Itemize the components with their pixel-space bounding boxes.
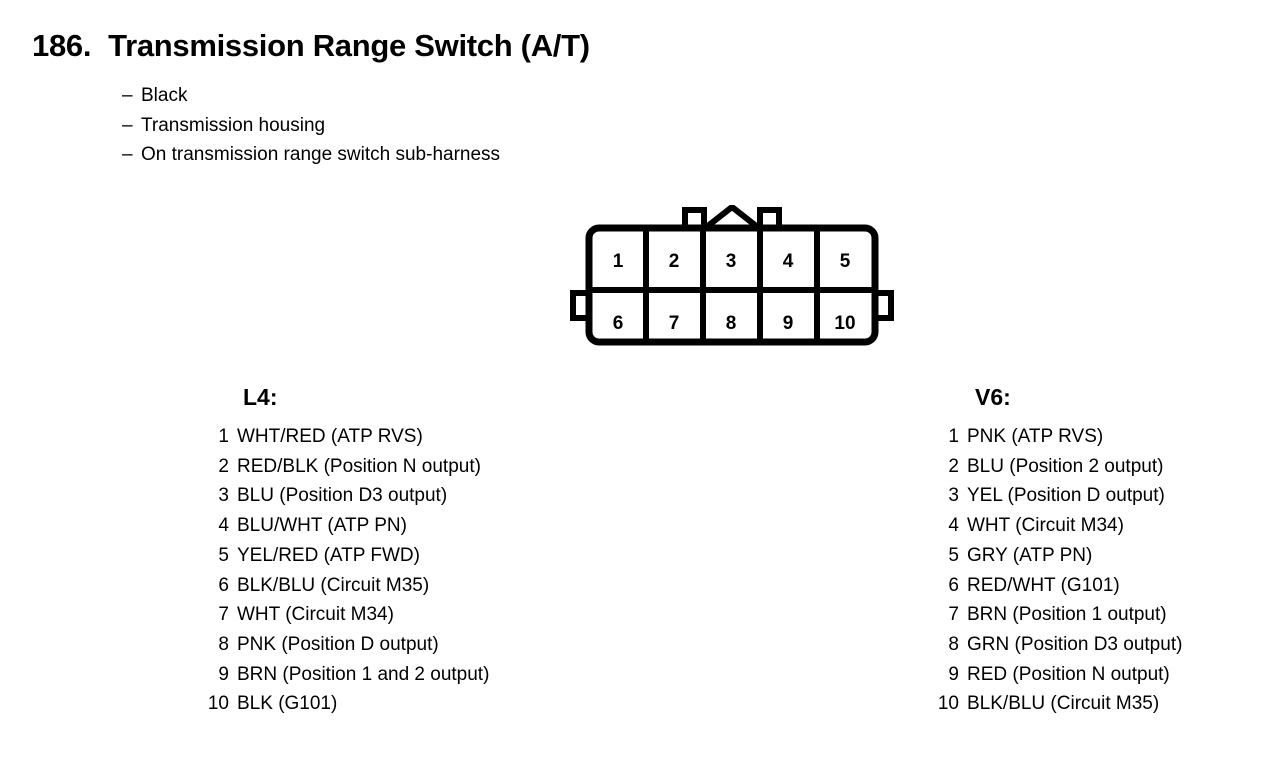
- pin-list-item: 2 RED/BLK (Position N output): [150, 452, 570, 482]
- pin-label: PNK (ATP RVS): [967, 426, 1104, 447]
- connector-pin-5: 5: [840, 251, 851, 272]
- pin-index: 7: [948, 604, 959, 626]
- pin-index: 2: [948, 455, 959, 477]
- note-line: – Black: [122, 81, 500, 111]
- pin-index: 6: [218, 574, 229, 596]
- pin-index: 10: [937, 693, 959, 715]
- pin-label: RED (Position N output): [967, 663, 1170, 685]
- note-text: Transmission housing: [141, 114, 326, 136]
- pin-list-item: 7 BRN (Position 1 output): [880, 600, 1280, 630]
- pin-index: 7: [218, 604, 229, 626]
- pin-label: YEL (Position D output): [967, 485, 1165, 507]
- pin-index: 5: [948, 544, 959, 566]
- pin-label: RED/BLK (Position N output): [237, 455, 481, 477]
- pin-label: BLK/BLU (Circuit M35): [967, 693, 1160, 715]
- pin-list-item: 3 YEL (Position D output): [880, 481, 1280, 511]
- connector-pin-2: 2: [669, 251, 680, 272]
- pin-index: 5: [218, 544, 229, 566]
- connector-pin-7: 7: [669, 313, 680, 334]
- pin-list-item: 4 WHT (Circuit M34): [880, 511, 1280, 541]
- connector-body: [585, 224, 879, 346]
- pin-label: BLU (Position D3 output): [237, 485, 448, 507]
- pin-label: BLK/BLU (Circuit M35): [237, 574, 430, 596]
- connector-diagram: 1 2 3 4 5 6 7 8 9 10: [567, 205, 897, 350]
- pin-index: 8: [218, 633, 229, 655]
- dash-icon: –: [122, 144, 133, 165]
- pin-label: PNK (Position D output): [237, 633, 439, 655]
- pin-label: WHT (Circuit M34): [237, 604, 394, 626]
- pin-list-item: 6 BLK/BLU (Circuit M35): [150, 571, 570, 601]
- pin-index: 4: [218, 515, 229, 537]
- pin-label: GRN (Position D3 output): [967, 633, 1183, 655]
- pin-index: 1: [218, 426, 229, 447]
- pin-list-item: 4 BLU/WHT (ATP PN): [150, 511, 570, 541]
- pin-label: BLU (Position 2 output): [967, 455, 1164, 477]
- connector-pin-8: 8: [726, 313, 737, 334]
- pin-list-item: 3 BLU (Position D3 output): [150, 481, 570, 511]
- title-text: Transmission Range Switch (A/T): [108, 28, 590, 63]
- pin-list-l4: L4: 1 WHT/RED (ATP RVS) 2 RED/BLK (Posit…: [150, 384, 570, 719]
- pin-list-item: 9 RED (Position N output): [880, 660, 1280, 690]
- dash-icon: –: [122, 85, 133, 106]
- pin-list-item: 10 BLK (G101): [150, 689, 570, 719]
- pin-label: BLU/WHT (ATP PN): [237, 515, 407, 537]
- dash-icon: –: [122, 114, 133, 136]
- latch-peak-icon: [702, 205, 762, 232]
- pin-index: 9: [218, 663, 229, 685]
- pin-index: 6: [948, 574, 959, 596]
- pin-label: WHT (Circuit M34): [967, 515, 1124, 537]
- pin-index: 3: [948, 485, 959, 507]
- connector-pin-4: 4: [783, 251, 794, 272]
- pin-list-item: 6 RED/WHT (G101): [880, 571, 1280, 601]
- pin-list-item: 5 GRY (ATP PN): [880, 541, 1280, 571]
- pin-label: WHT/RED (ATP RVS): [237, 426, 423, 447]
- pin-label: GRY (ATP PN): [967, 544, 1093, 566]
- connector-pin-10: 10: [834, 313, 855, 334]
- pin-list-item: 8 GRN (Position D3 output): [880, 630, 1280, 660]
- pin-label: RED/WHT (G101): [967, 574, 1120, 596]
- connector-pin-3: 3: [726, 251, 737, 272]
- pin-list-item: 10 BLK/BLU (Circuit M35): [880, 689, 1280, 719]
- pin-index: 1: [948, 426, 959, 447]
- pin-list-item: 1 PNK (ATP RVS): [880, 422, 1280, 452]
- pin-list-v6: V6: 1 PNK (ATP RVS) 2 BLU (Position 2 ou…: [880, 384, 1280, 719]
- title-number: 186.: [32, 28, 92, 63]
- connector-latch-tabs: [682, 207, 782, 232]
- pin-index: 3: [218, 485, 229, 507]
- pin-list-item: 7 WHT (Circuit M34): [150, 600, 570, 630]
- connector-pin-1: 1: [613, 251, 624, 272]
- pin-list-item: 1 WHT/RED (ATP RVS): [150, 422, 570, 452]
- pin-label: BRN (Position 1 output): [967, 604, 1167, 626]
- pin-list-item: 2 BLU (Position 2 output): [880, 452, 1280, 482]
- pin-label: YEL/RED (ATP FWD): [237, 544, 420, 566]
- connector-pin-9: 9: [783, 313, 794, 334]
- pin-list-item: 5 YEL/RED (ATP FWD): [150, 541, 570, 571]
- pin-index: 2: [218, 455, 229, 477]
- pin-index: 10: [207, 693, 229, 715]
- pin-list-heading: L4:: [243, 384, 278, 410]
- pin-label: BLK (G101): [237, 693, 338, 715]
- pin-index: 9: [948, 663, 959, 685]
- page-title: 186. Transmission Range Switch (A/T): [32, 28, 590, 64]
- note-line: – Transmission housing: [122, 111, 500, 141]
- pin-index: 4: [948, 515, 959, 537]
- note-line: – On transmission range switch sub-harne…: [122, 140, 500, 170]
- connector-pin-6: 6: [613, 313, 624, 334]
- pin-list-heading: V6:: [975, 384, 1011, 410]
- note-text: Black: [141, 85, 188, 106]
- pin-list-item: 9 BRN (Position 1 and 2 output): [150, 660, 570, 690]
- pin-label: BRN (Position 1 and 2 output): [237, 663, 490, 685]
- pin-index: 8: [948, 633, 959, 655]
- note-text: On transmission range switch sub-harness: [141, 144, 501, 165]
- connector-notes: – Black – Transmission housing – On tran…: [122, 81, 500, 170]
- pin-list-item: 8 PNK (Position D output): [150, 630, 570, 660]
